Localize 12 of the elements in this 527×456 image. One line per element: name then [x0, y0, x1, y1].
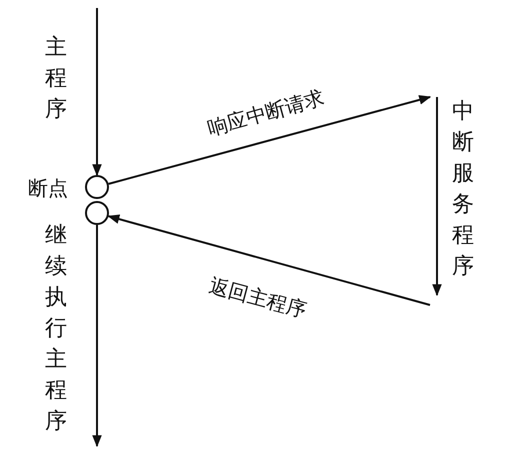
vertical-label: 中断服务程序 — [452, 98, 475, 281]
arrow — [92, 8, 102, 176]
vertical-label: 继续执行主程序 — [45, 222, 68, 436]
vertical-label: 主程序 — [45, 34, 68, 124]
arrow — [108, 95, 432, 185]
breakpoint-circle — [85, 175, 109, 199]
edge-label: 响应中断请求 — [205, 87, 326, 138]
breakpoint-circle — [85, 201, 109, 225]
arrow — [92, 225, 102, 448]
arrow — [107, 214, 430, 306]
edge-label: 返回主程序 — [207, 274, 309, 320]
breakpoint-label: 断点 — [28, 178, 68, 198]
